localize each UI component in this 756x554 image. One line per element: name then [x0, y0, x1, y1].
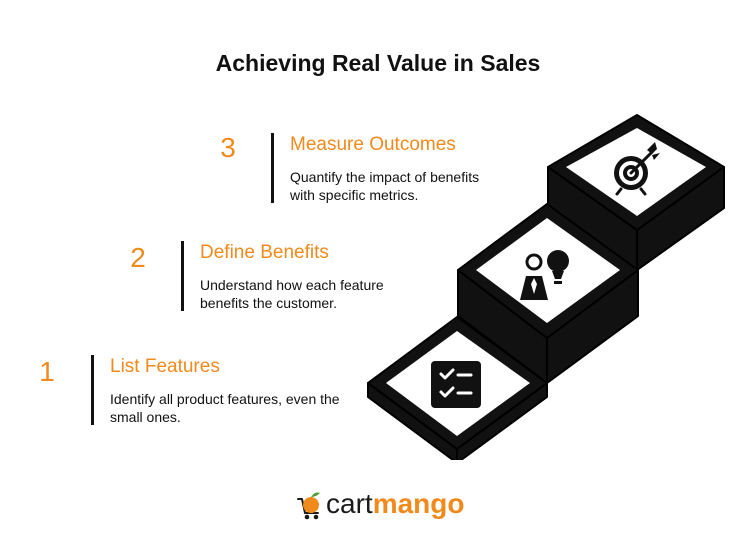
step-1-title: List Features — [110, 356, 220, 377]
step-3-divider — [271, 133, 274, 203]
target-arrow-icon — [614, 142, 660, 196]
checklist-icon — [431, 361, 481, 408]
step-2-description: Understand how each feature benefits the… — [200, 277, 384, 311]
page-title: Achieving Real Value in Sales — [215, 50, 541, 76]
logo-text-cart: cart — [326, 488, 373, 519]
step-3-description: Quantify the impact of benefits with spe… — [290, 169, 480, 203]
step-1-number: 1 — [39, 356, 55, 387]
step-2-number: 2 — [130, 242, 146, 273]
mango-cart-icon — [297, 492, 320, 520]
step-1-description: Identify all product features, even the … — [110, 391, 340, 425]
cartmango-logo: cartmango — [292, 487, 472, 523]
person-lightbulb-icon — [520, 250, 569, 300]
step-2-title: Define Benefits — [200, 242, 329, 263]
logo-wordmark: cartmango — [326, 487, 464, 521]
step-1-divider — [91, 355, 94, 425]
step-2-top-panel — [476, 218, 620, 323]
step-2-divider — [181, 241, 184, 311]
staircase-graphic — [367, 114, 725, 460]
step-3-number: 3 — [220, 132, 236, 163]
step-3-title: Measure Outcomes — [290, 134, 456, 155]
logo-text-mango: mango — [372, 488, 465, 519]
